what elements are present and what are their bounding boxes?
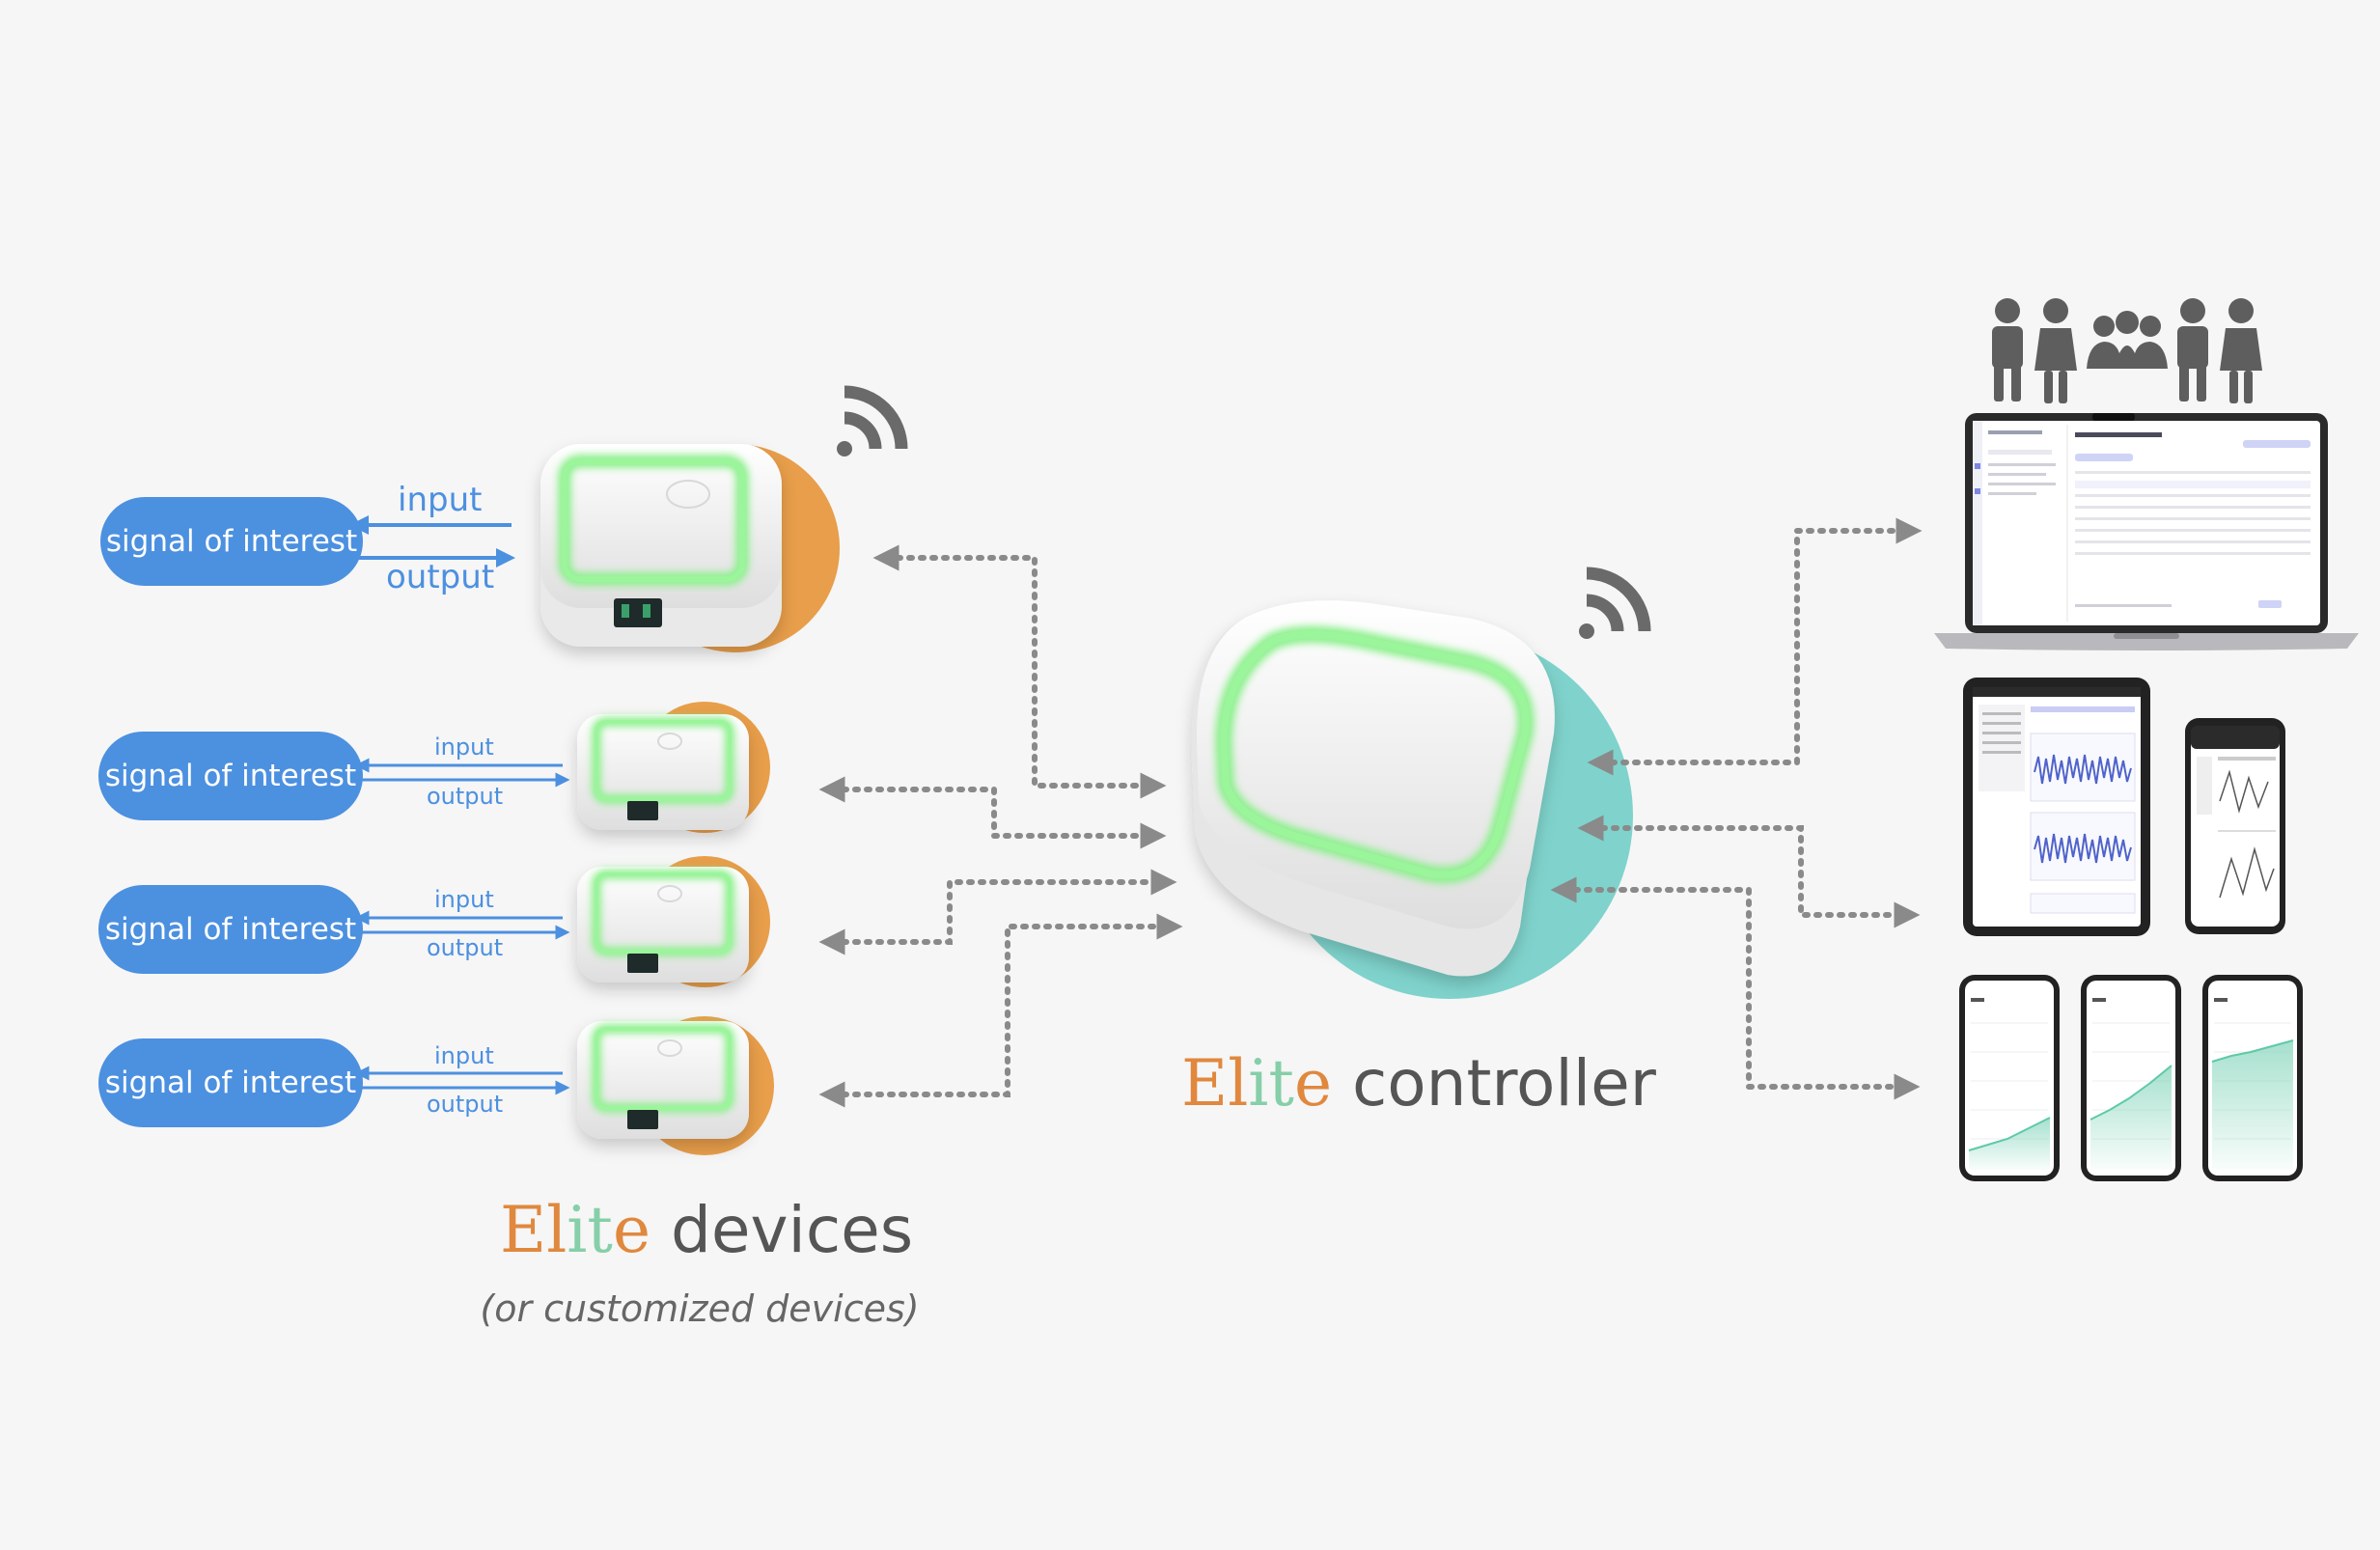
smartphone-icon <box>1959 975 2060 1181</box>
smartphone-icon <box>2081 975 2181 1181</box>
elite-devices-title: Elite devices <box>500 1193 913 1267</box>
brand-letter: l <box>1228 1046 1249 1121</box>
brand-letter: l <box>546 1193 567 1267</box>
device-controller-links <box>818 544 1183 1108</box>
title-rest: controller <box>1332 1046 1656 1121</box>
users-group-icon <box>1992 298 2262 403</box>
elite-device-1 <box>540 444 840 652</box>
elite-controller-title: Elite controller <box>1181 1046 1656 1121</box>
tablet-icon <box>1963 678 2150 936</box>
signal-of-interest-pill: signal of interest <box>100 497 363 586</box>
elite-device-3 <box>577 856 770 987</box>
wifi-icon <box>1579 567 1651 639</box>
signal-of-interest-pill: signal of interest <box>98 732 363 820</box>
output-label: output <box>427 1091 504 1118</box>
brand-letter: i <box>567 1193 588 1267</box>
brand-letter: E <box>500 1193 547 1267</box>
elite-device-2 <box>577 702 770 833</box>
elite-device-4 <box>577 1016 774 1155</box>
output-label: output <box>386 558 495 596</box>
controller-client-links <box>1550 517 1923 1100</box>
laptop-icon <box>1934 413 2359 650</box>
input-label: input <box>434 886 494 913</box>
signal-arrows <box>349 515 570 1095</box>
output-label: output <box>427 934 504 961</box>
signal-of-interest-pill: signal of interest <box>98 1038 363 1127</box>
input-label: input <box>398 481 483 519</box>
brand-letter: i <box>1248 1046 1269 1121</box>
input-label: input <box>434 733 494 761</box>
signal-of-interest-pill: signal of interest <box>98 885 363 974</box>
smartphone-icon <box>2202 975 2303 1181</box>
input-label: input <box>434 1042 494 1069</box>
brand-letter: e <box>612 1193 650 1267</box>
brand-letter: e <box>1293 1046 1332 1121</box>
elite-devices-subtitle: (or customized devices) <box>480 1287 920 1330</box>
smartphone-icon <box>2185 718 2285 934</box>
title-rest: devices <box>650 1193 914 1267</box>
elite-controller <box>1191 600 1633 999</box>
output-label: output <box>427 783 504 810</box>
brand-letter: t <box>1268 1046 1294 1121</box>
wifi-icon <box>837 385 908 457</box>
brand-letter: t <box>587 1193 613 1267</box>
brand-letter: E <box>1181 1046 1229 1121</box>
